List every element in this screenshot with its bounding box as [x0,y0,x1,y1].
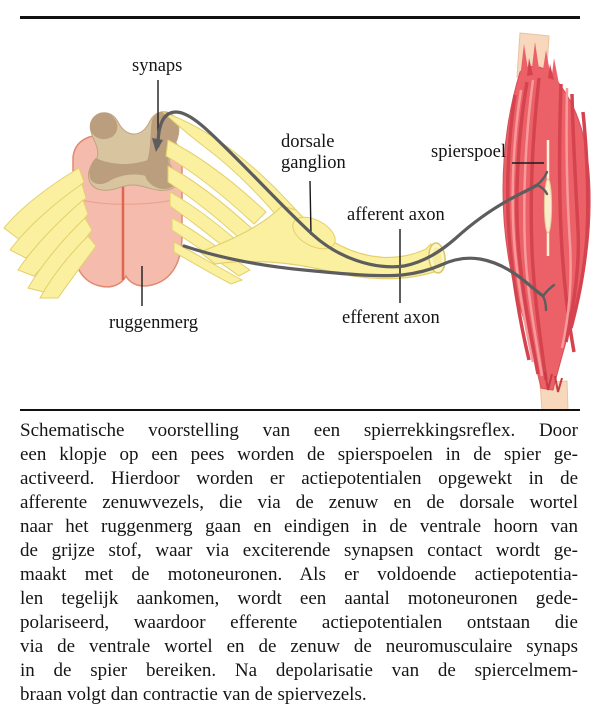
caption-line: len tegelijk aankomen, wordt een aantal … [20,588,578,609]
caption-divider-rule [20,409,580,411]
caption-line: activeerd. Hierdoor worden er actiepoten… [20,468,578,489]
caption-line: polariseerd, waardoor efferente actiepot… [20,612,578,633]
ganglion-pointer [309,180,312,236]
top-rule [20,16,580,19]
muscle-tips-top-dark [527,58,554,80]
label-ganglion: ganglion [281,153,346,173]
muscle-fibers-light [511,79,572,377]
gray-matter [87,111,180,191]
muscle-tips-bottom [544,371,563,393]
muscle [502,32,591,411]
stretch-reflex-drawing [3,32,591,411]
label-afferent-axon: afferent axon [347,205,445,225]
efferent-axon [182,244,545,298]
synapse-arrowhead [152,138,163,152]
muscle-tips-top [520,42,559,84]
caption-line: afferente zenuwvezels, die via de zenuw … [20,492,578,513]
axons [156,110,556,312]
label-spierspoel: spierspoel [431,142,507,162]
caption-line: Schematische voorstelling van een spierr… [20,420,578,441]
label-ruggenmerg: ruggenmerg [109,313,199,333]
label-dorsale: dorsale [281,132,335,152]
caption-line-last: braan volgt dan contractie van de spierv… [20,684,367,705]
caption-line: de grijze stof, waar via exciterende syn… [20,540,578,561]
nerve-roots-left [3,167,97,299]
caption-line: via de ventrale wortel en de zenuw de ne… [20,636,578,657]
caption-line: maakt met de motoneuronen. Als er voldoe… [20,564,578,585]
cord-seam [77,198,179,205]
caption-line: naar het ruggenmerg gaan en eindigen in … [20,516,578,537]
anatomical-diagram: synaps dorsale ganglion spierspoel affer… [3,32,591,411]
caption-line: een klopje op een pees worden de spiersp… [20,444,578,465]
afferent-axon-fork [535,170,549,196]
afferent-axon [156,110,539,269]
muscle-fibers-dark [505,77,590,381]
efferent-axon-fork [541,283,556,312]
label-efferent-axon: efferent axon [342,308,440,328]
figure-caption: Schematische voorstelling van een spierr… [20,419,578,707]
label-synaps: synaps [132,56,183,76]
caption-line: in de spier bereiken. Na depolarisatie v… [20,660,578,681]
label-dorsale-ganglion: dorsale ganglion [281,132,346,174]
gray-matter-shade-bottom [89,158,152,185]
gray-matter-shade-left [90,112,118,140]
